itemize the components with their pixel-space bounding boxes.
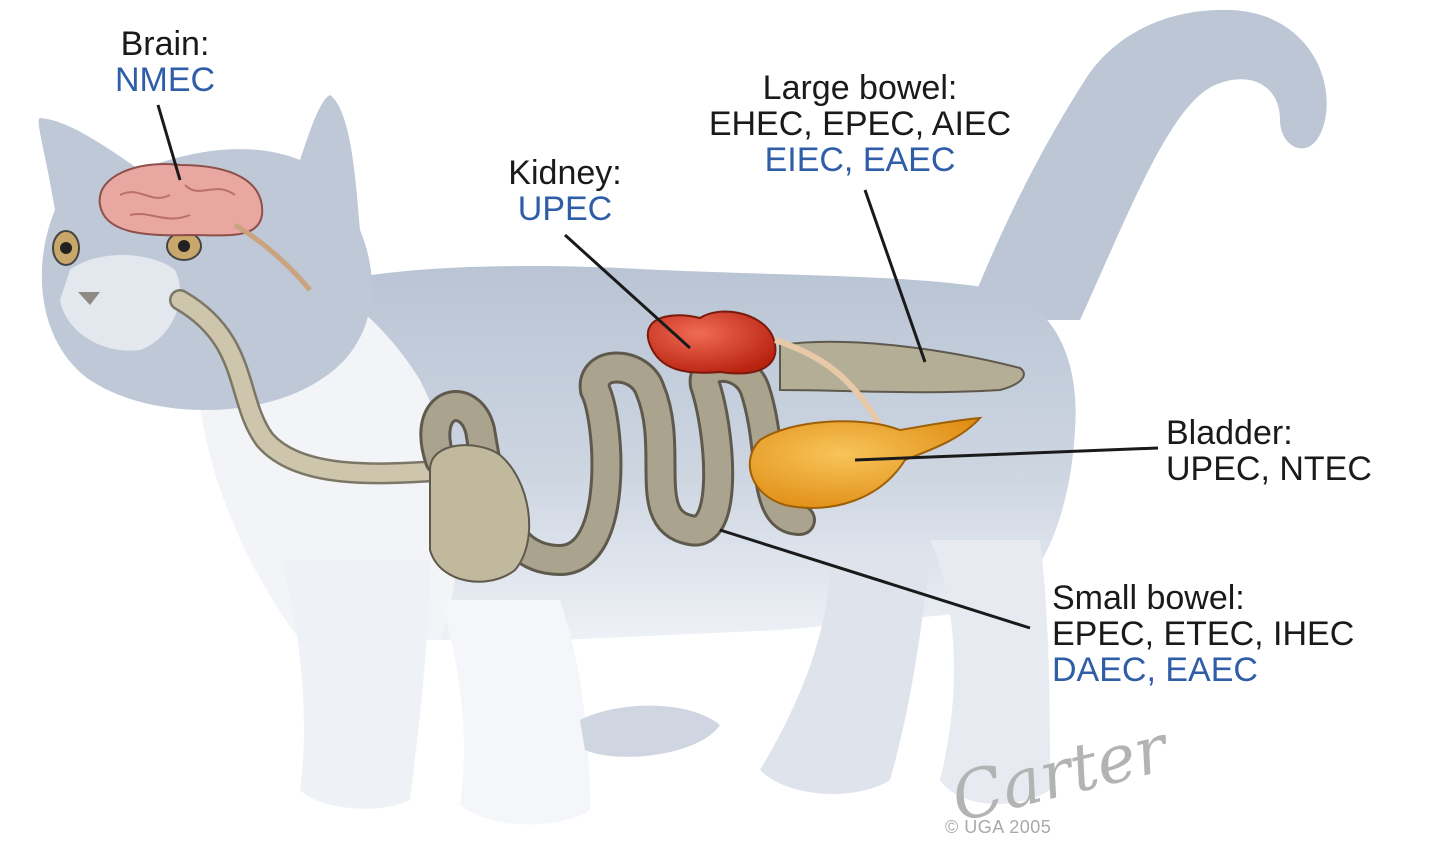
bladder-agents: UPEC, NTEC [1166,451,1372,487]
small-bowel-title: Small bowel: [1052,580,1354,616]
bladder-title: Bladder: [1166,415,1372,451]
label-bladder: Bladder: UPEC, NTEC [1166,415,1372,487]
label-kidney: Kidney: UPEC [460,155,670,227]
label-large-bowel: Large bowel: EHEC, EPEC, AIEC EIEC, EAEC [655,70,1065,178]
brain-title: Brain: [95,26,235,62]
small-bowel-agents: EPEC, ETEC, IHEC [1052,616,1354,652]
kidney-title: Kidney: [460,155,670,191]
kidney-agents: UPEC [460,191,670,227]
label-small-bowel: Small bowel: EPEC, ETEC, IHEC DAEC, EAEC [1052,580,1354,688]
brain-agents: NMEC [95,62,235,98]
large-bowel-agents-blue: EIEC, EAEC [655,142,1065,178]
large-bowel-title: Large bowel: [655,70,1065,106]
copyright-credit: © UGA 2005 [945,817,1051,838]
large-bowel-agents: EHEC, EPEC, AIEC [655,106,1065,142]
small-bowel-agents-blue: DAEC, EAEC [1052,652,1354,688]
label-brain: Brain: NMEC [95,26,235,98]
